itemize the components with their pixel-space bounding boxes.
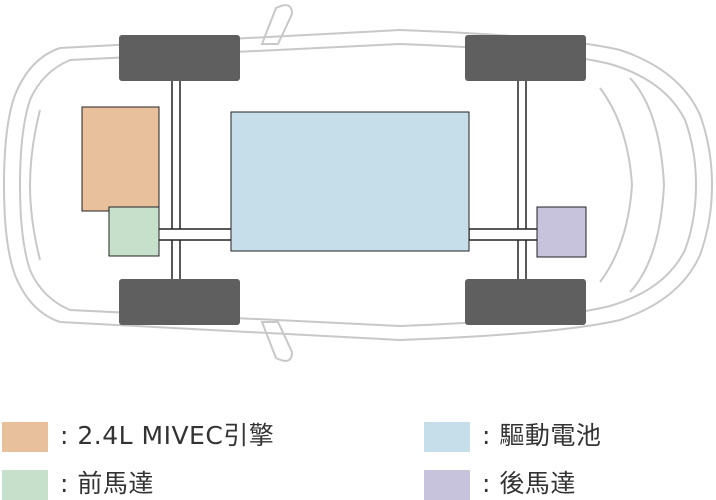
- legend-swatch-rear-motor: [424, 470, 470, 500]
- legend-swatch-front-motor: [2, 470, 48, 500]
- car-body-outline: [2, 28, 714, 342]
- wheel-rear-left: [465, 35, 586, 81]
- mirror-bottom: [260, 321, 294, 362]
- rear-axle: [517, 77, 527, 283]
- rear-motor-block: [536, 206, 587, 258]
- wheels: [119, 35, 586, 325]
- front-motor-block: [108, 206, 160, 257]
- legend-label-engine: : 2.4L MIVEC引擎: [60, 421, 275, 450]
- legend-label-rear-motor: : 後馬達: [482, 469, 576, 498]
- mirror-top: [260, 4, 294, 45]
- legend-swatch-battery: [424, 422, 470, 452]
- front-axle: [171, 77, 181, 283]
- wheel-front-right: [119, 279, 240, 325]
- rear-driveshaft: [468, 228, 542, 241]
- legend-label-battery: : 驅動電池: [482, 421, 602, 450]
- front-driveshaft: [157, 228, 233, 241]
- drivetrain-diagram: [2, 4, 714, 362]
- wheel-front-left: [119, 35, 240, 81]
- engine-block: [81, 106, 160, 212]
- legend-swatch-engine: [2, 422, 48, 452]
- battery-block: [230, 111, 470, 252]
- legend-label-front-motor: : 前馬達: [60, 469, 154, 498]
- wheel-rear-right: [465, 279, 586, 325]
